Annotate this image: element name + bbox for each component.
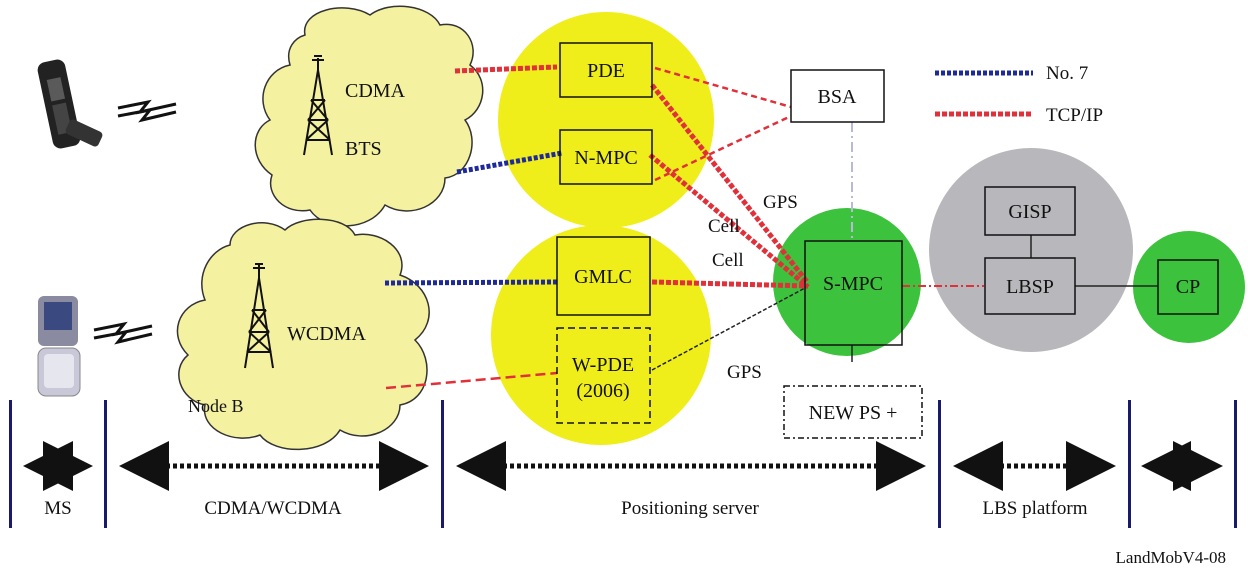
w-pde-box <box>556 327 651 424</box>
bsa-label: BSA <box>818 86 857 108</box>
pde-box <box>559 42 653 98</box>
bts-antenna-icon <box>303 55 333 156</box>
radio-link-icon-lower <box>93 321 153 345</box>
figure-id: LandMobV4-08 <box>1115 548 1226 567</box>
gps-link-label-lower: GPS <box>727 362 762 383</box>
node-b-label: Node B <box>188 396 244 416</box>
segment-dividers <box>9 400 1237 528</box>
s-mpc-circle <box>773 208 921 356</box>
cell-link-label-upper: Cell <box>708 216 740 237</box>
bts-label: BTS <box>345 138 382 160</box>
wcdma-label: WCDMA <box>287 323 366 345</box>
tcpip-links <box>385 64 984 390</box>
pde-label: PDE <box>587 60 625 82</box>
segment-ms-label: MS <box>44 498 71 519</box>
legend-no7-label: No. 7 <box>1046 63 1088 84</box>
new-ps-box <box>783 385 923 439</box>
positioning-server-circle-upper <box>498 12 714 228</box>
segment-positioning-server-label: Positioning server <box>621 498 759 519</box>
cp-circle <box>1133 231 1245 343</box>
gmlc-label: GMLC <box>574 266 632 288</box>
gisp-box <box>984 186 1076 236</box>
lbsp-label: LBSP <box>1006 276 1054 298</box>
legend: No. 7 TCP/IP <box>935 63 1103 126</box>
bsa-box <box>790 69 885 123</box>
segment-cdma-wcdma-label: CDMA/WCDMA <box>204 498 342 519</box>
radio-link-icon-upper <box>117 99 177 123</box>
w-pde-label: W-PDE <box>572 354 634 376</box>
other-links <box>651 122 1158 371</box>
no7-links <box>384 150 563 286</box>
gisp-label: GISP <box>1008 201 1051 223</box>
new-ps-label: NEW PS + <box>809 402 898 424</box>
positioning-server-circle-lower <box>491 225 711 445</box>
wcdma-cloud <box>176 218 430 451</box>
s-mpc-box <box>804 240 903 346</box>
cp-box <box>1157 259 1219 315</box>
cdma-cloud <box>254 5 484 227</box>
lbsp-box <box>984 257 1076 315</box>
gmlc-box <box>556 236 651 316</box>
w-pde-year-label: (2006) <box>576 380 629 402</box>
s-mpc-label: S-MPC <box>823 273 883 295</box>
mobile-phone-icon-cdma <box>37 59 103 149</box>
cell-link-label-lower: Cell <box>712 250 744 271</box>
cdma-label: CDMA <box>345 80 406 102</box>
n-mpc-box <box>559 129 653 185</box>
segment-lbs-platform-label: LBS platform <box>982 498 1087 519</box>
n-mpc-label: N-MPC <box>574 147 637 169</box>
cp-label: CP <box>1176 276 1200 298</box>
gps-link-label-upper: GPS <box>763 192 798 213</box>
mobile-phone-icon-wcdma <box>37 296 81 397</box>
legend-tcpip-label: TCP/IP <box>1046 105 1103 126</box>
node-b-antenna-icon <box>244 263 274 369</box>
